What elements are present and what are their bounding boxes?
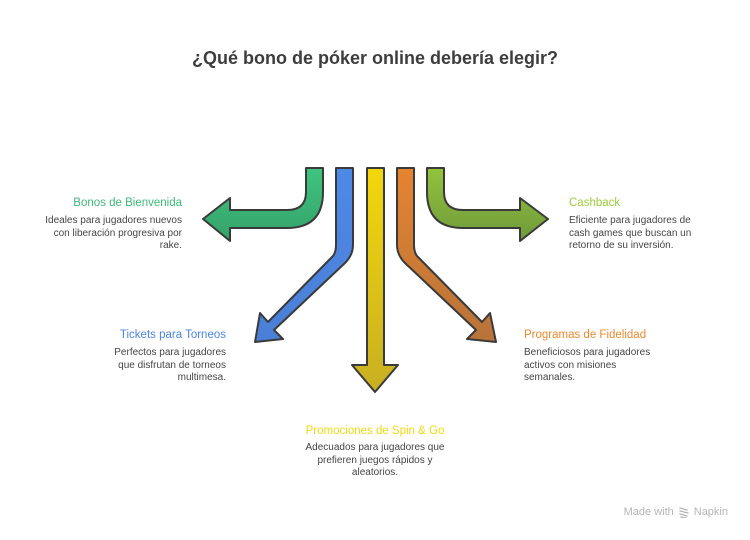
option-fidelidad: Programas de Fidelidad Beneficiosos para… <box>524 329 664 385</box>
arrow-cashback <box>426 167 549 242</box>
napkin-logo-icon <box>679 507 689 518</box>
arrow-bienvenida <box>202 167 324 242</box>
option-heading: Promociones de Spin & Go <box>305 425 445 437</box>
made-with-napkin-badge[interactable]: Made with Napkin <box>624 506 728 518</box>
arrow-fidelidad <box>396 167 497 343</box>
option-description: Beneficiosos para jugadores activos con … <box>524 347 651 383</box>
option-description: Ideales para jugadores nuevos con libera… <box>45 215 182 251</box>
option-heading: Tickets para Torneos <box>119 329 226 341</box>
option-spin-go: Promociones de Spin & Go Adecuados para … <box>305 425 445 480</box>
option-torneos: Tickets para Torneos Perfectos para juga… <box>100 329 226 385</box>
option-description: Perfectos para jugadores que disfrutan d… <box>114 347 226 383</box>
made-with-label: Made with <box>623 506 674 518</box>
option-heading: Cashback <box>569 197 621 209</box>
option-description: Adecuados para jugadores que prefieren j… <box>305 442 445 478</box>
arrow-torneos <box>254 167 354 343</box>
page-title: ¿Qué bono de póker online debería elegir… <box>191 48 559 68</box>
option-heading: Programas de Fidelidad <box>524 329 647 341</box>
option-bienvenida: Bonos de Bienvenida Ideales para jugador… <box>30 197 182 253</box>
option-cashback: Cashback Eficiente para jugadores de cas… <box>569 197 711 253</box>
napkin-brand-label: Napkin <box>693 506 728 518</box>
option-heading: Bonos de Bienvenida <box>73 197 182 209</box>
arrow-spin-go <box>351 167 399 393</box>
option-description: Eficiente para jugadores de cash games q… <box>569 215 692 251</box>
